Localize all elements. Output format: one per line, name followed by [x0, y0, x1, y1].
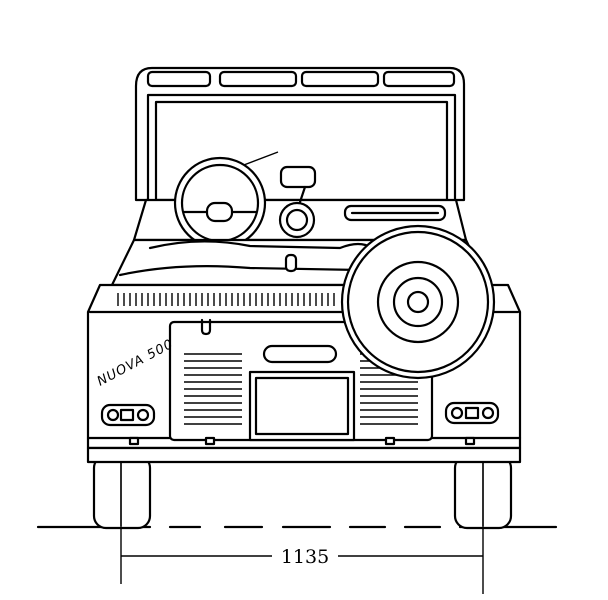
steering-wheel	[173, 156, 267, 250]
left-wheel	[92, 454, 152, 530]
left-tail-light	[100, 403, 156, 427]
licence-plate	[248, 370, 356, 442]
bumper-feet	[128, 436, 476, 446]
right-tail-light	[444, 401, 500, 425]
track-width-label: 1135	[281, 546, 329, 568]
spare-wheel	[340, 224, 496, 380]
track-width-dimension: 1135	[120, 462, 484, 594]
